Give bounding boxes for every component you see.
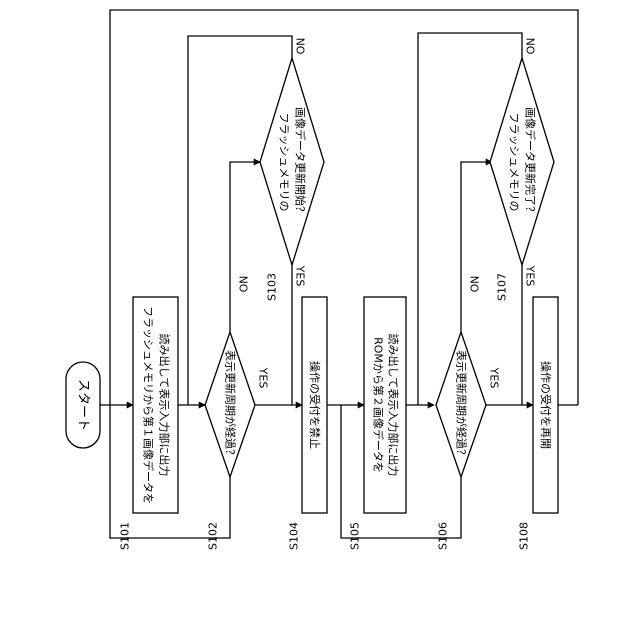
s101-step-id: S101: [119, 522, 132, 550]
s103-yes-label: YES: [294, 265, 307, 287]
s105-text-line1: ROMから第２画像データを: [372, 337, 386, 473]
s107-text-line2: 画像データ更新完了？: [524, 107, 538, 217]
s107-no-label: NO: [524, 38, 537, 55]
s105-text-line2: 読み出して表示入力部に出力: [387, 334, 401, 477]
flow-s102-no-to-s103: [230, 162, 260, 332]
flow-s106-no-to-s107: [461, 162, 492, 332]
s102-no-label: NO: [237, 276, 250, 293]
s104-step-id: S104: [288, 522, 301, 550]
s103-text-line1: フラッシュメモリの: [278, 113, 291, 212]
flow-s107-no-loop: [418, 33, 522, 405]
s106-no-label: NO: [468, 276, 481, 293]
s101-text-line1: フラッシュメモリから第１画像データを: [142, 306, 156, 504]
s106-text: 表示更新周期が経過？: [455, 350, 469, 460]
s107-step-id: S107: [496, 273, 509, 301]
s103-decision-diamond: [260, 58, 324, 265]
start-label: スタート: [76, 379, 91, 431]
s102-step-id: S102: [207, 522, 220, 550]
s106-yes-label: YES: [488, 367, 501, 389]
s103-no-label: NO: [294, 38, 307, 55]
s108-step-id: S108: [518, 522, 531, 550]
s106-step-id: S106: [437, 522, 450, 550]
flow-s103-no-loop: [188, 36, 292, 405]
s104-text: 操作の受付を禁止: [308, 361, 322, 449]
s107-yes-label: YES: [524, 265, 537, 287]
s105-step-id: S105: [349, 522, 362, 550]
s107-decision-diamond: [490, 58, 554, 265]
s107-text-line1: フラッシュメモリの: [508, 113, 521, 212]
s102-text: 表示更新周期が経過？: [224, 350, 238, 460]
s102-yes-label: YES: [257, 367, 270, 389]
s101-text-line2: 読み出して表示入力部に出力: [158, 334, 172, 477]
s108-text: 操作の受付を再開: [539, 361, 553, 449]
s103-text-line2: 画像データ更新開始？: [294, 107, 308, 217]
s103-step-id: S103: [266, 273, 279, 301]
